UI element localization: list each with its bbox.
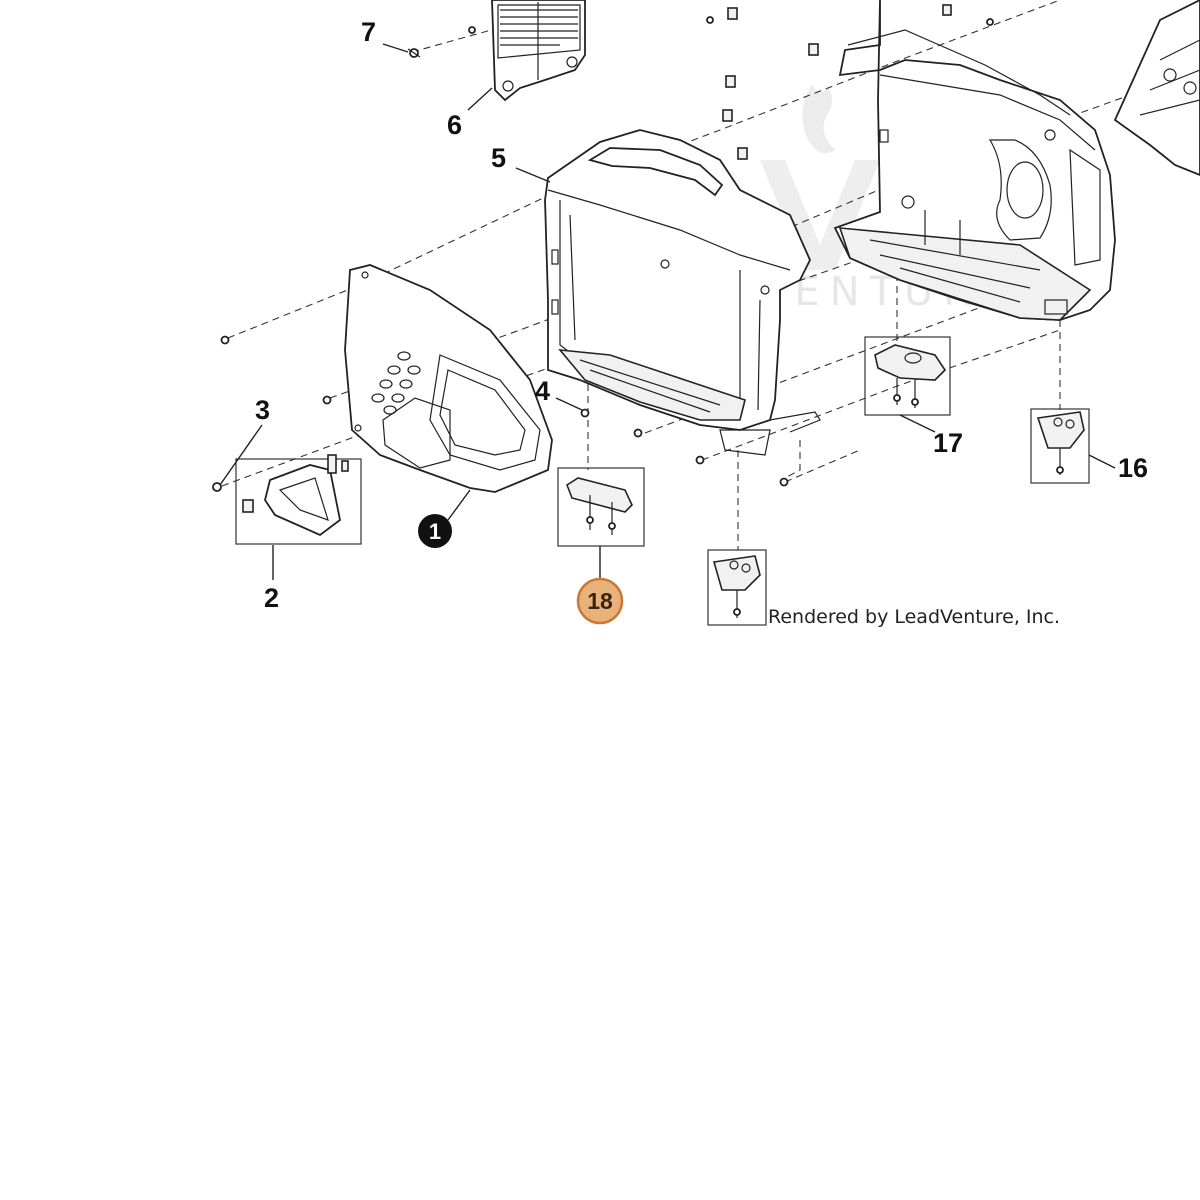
callout-18-label: 18: [587, 588, 613, 614]
part-3-screw[interactable]: [212, 482, 222, 492]
part-2-access-door[interactable]: [235, 454, 362, 545]
callout-17[interactable]: 17: [933, 428, 963, 458]
callout-3[interactable]: 3: [255, 395, 270, 425]
callout-5[interactable]: 5: [491, 143, 506, 173]
callout-16-label: 16: [1118, 453, 1148, 483]
right-housing-partial: [1113, 0, 1200, 176]
callout-1[interactable]: 1: [418, 514, 452, 548]
callout-6[interactable]: 6: [447, 110, 462, 140]
callout-4-label: 4: [535, 376, 550, 406]
rear-frame-housing[interactable]: [833, 0, 1116, 321]
part-17-foot[interactable]: [864, 336, 951, 416]
callout-7[interactable]: 7: [361, 17, 376, 47]
callout-3-label: 3: [255, 395, 270, 425]
part-7-screw[interactable]: [407, 48, 421, 58]
part-1-side-cover[interactable]: [344, 264, 553, 493]
callout-4[interactable]: 4: [535, 376, 550, 406]
screws: [220, 335, 789, 487]
part-5-front-frame[interactable]: [544, 129, 821, 456]
callout-2-label: 2: [264, 583, 279, 613]
callout-5-label: 5: [491, 143, 506, 173]
callout-18-badge: [576, 577, 624, 625]
part-18-foot[interactable]: [557, 467, 645, 547]
credit-text: Rendered by LeadVenture, Inc.: [768, 606, 1060, 628]
clips-hardware: [468, 4, 994, 160]
foot-bottom-center[interactable]: [707, 549, 767, 626]
callout-1-label: 1: [429, 519, 441, 544]
callout-6-label: 6: [447, 110, 462, 140]
part-16-foot[interactable]: [1030, 408, 1090, 484]
callout-16[interactable]: 16: [1118, 453, 1148, 483]
part-6-grille-panel[interactable]: [491, 0, 586, 102]
callout-7-label: 7: [361, 17, 376, 47]
leader-lines: [219, 43, 1116, 580]
callout-17-label: 17: [933, 428, 963, 458]
callout-1-badge: [418, 514, 452, 548]
callout-18[interactable]: 18: [576, 577, 624, 625]
callout-2[interactable]: 2: [264, 583, 279, 613]
